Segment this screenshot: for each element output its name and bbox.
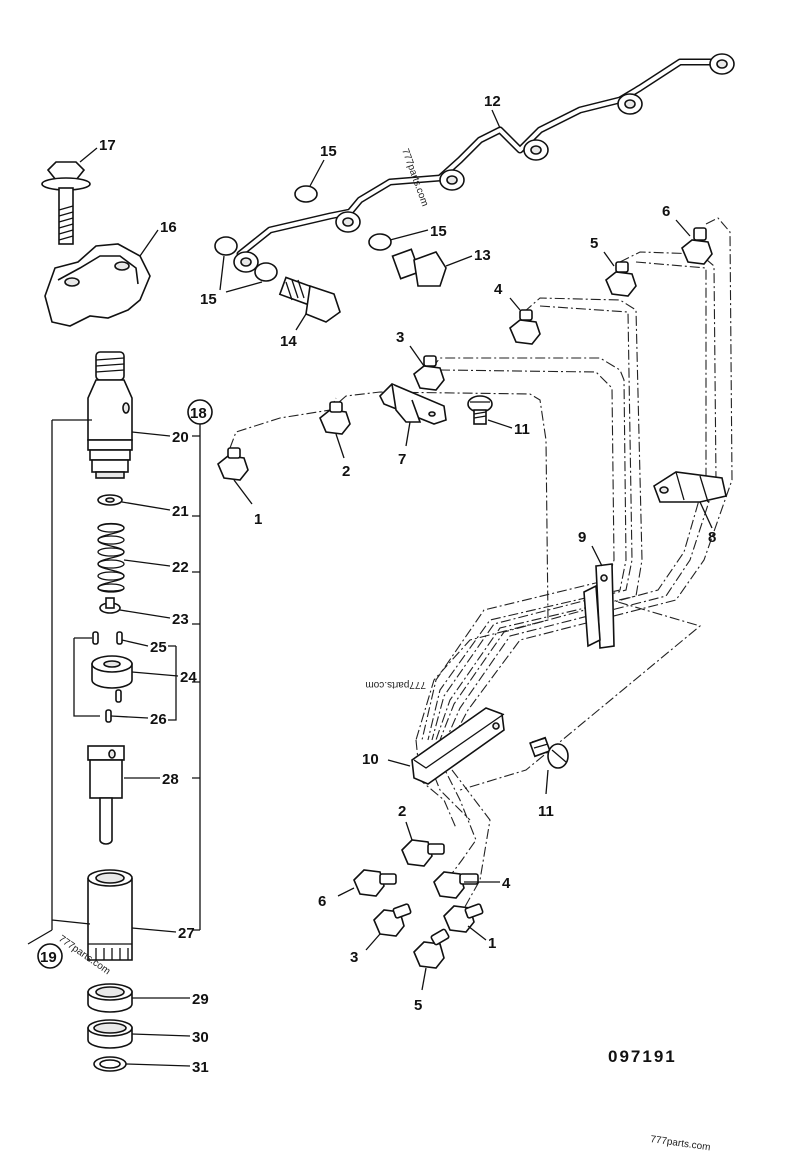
callout-4b: 4 xyxy=(502,875,511,892)
part-8-clip xyxy=(653,471,727,503)
callout-29: 29 xyxy=(192,991,209,1008)
part-6-leak-off-nut xyxy=(681,227,713,265)
part-4-leak-off-nut xyxy=(509,309,541,345)
part-5-leak-off-nut xyxy=(413,928,450,969)
part-13-banjo-bolt xyxy=(391,248,447,287)
callout-3a: 3 xyxy=(396,329,404,346)
part-29-washer xyxy=(87,983,133,1013)
callout-5b: 5 xyxy=(414,997,422,1014)
part-1-leak-off-nut xyxy=(217,447,249,481)
part-12-fuel-pipe-assembly xyxy=(233,53,735,273)
callout-9: 9 xyxy=(578,529,586,546)
part-22-spring xyxy=(97,522,125,593)
callout-6a: 6 xyxy=(662,203,670,220)
leak-off-pipe-routes xyxy=(229,217,733,913)
callout-2a: 2 xyxy=(342,463,350,480)
part-15-washer xyxy=(294,185,318,203)
part-17-bolt xyxy=(41,161,91,245)
part-2-leak-off-nut xyxy=(319,401,351,435)
callout-30: 30 xyxy=(192,1029,209,1046)
part-6-leak-off-nut xyxy=(353,869,397,897)
callout-25: 25 xyxy=(150,639,167,656)
part-25-pin xyxy=(116,631,123,645)
callout-19-circle xyxy=(37,943,63,969)
callout-27: 27 xyxy=(178,925,195,942)
part-11-screw xyxy=(467,395,493,425)
part-4-leak-off-nut xyxy=(433,871,479,899)
part-15-washer xyxy=(214,236,238,256)
part-20-nozzle-holder xyxy=(87,351,133,479)
callout-7: 7 xyxy=(398,451,406,468)
callout-22: 22 xyxy=(172,559,189,576)
part-23-spindle xyxy=(99,597,121,614)
callout-6b: 6 xyxy=(318,893,326,910)
callout-31: 31 xyxy=(192,1059,209,1076)
part-1-leak-off-nut xyxy=(443,903,484,933)
watermark: 777parts.com xyxy=(365,679,426,690)
part-10-clip xyxy=(411,707,505,785)
callout-18-circle xyxy=(187,399,213,425)
part-30-seal-ring xyxy=(87,1019,133,1049)
callout-18: 18 xyxy=(190,405,207,422)
part-14-connector xyxy=(278,276,341,323)
part-27-nozzle-nut xyxy=(87,869,133,961)
part-7-clip xyxy=(379,383,447,425)
callout-17: 17 xyxy=(99,137,116,154)
part-26-pin xyxy=(115,689,122,703)
callout-5a: 5 xyxy=(590,235,598,252)
part-28-nozzle xyxy=(87,745,125,845)
part-3-leak-off-nut xyxy=(413,355,445,391)
callout-1a: 1 xyxy=(254,511,262,528)
callout-16: 16 xyxy=(160,219,177,236)
callout-21: 21 xyxy=(172,503,189,520)
part-5-leak-off-nut xyxy=(605,261,637,297)
part-31-o-ring xyxy=(93,1056,127,1072)
part-11-screw xyxy=(529,736,569,769)
callout-12: 12 xyxy=(484,93,501,110)
part-15-washer xyxy=(254,262,278,282)
part-15-washer xyxy=(368,233,392,251)
callout-10: 10 xyxy=(362,751,379,768)
callout-1b: 1 xyxy=(488,935,496,952)
part-25-pin xyxy=(92,631,99,645)
callout-13: 13 xyxy=(474,247,491,264)
callout-15c: 15 xyxy=(430,223,447,240)
callout-20: 20 xyxy=(172,429,189,446)
callout-11a: 11 xyxy=(514,421,530,438)
callout-8: 8 xyxy=(708,529,716,546)
drawing-code: 097191 xyxy=(608,1047,677,1066)
part-3-leak-off-nut xyxy=(373,903,412,937)
callout-26: 26 xyxy=(150,711,167,728)
callout-19: 19 xyxy=(40,949,57,966)
callout-2b: 2 xyxy=(398,803,406,820)
callout-3b: 3 xyxy=(350,949,358,966)
part-9-clip-bracket xyxy=(583,563,615,649)
callout-23: 23 xyxy=(172,611,189,628)
callout-15a: 15 xyxy=(320,143,337,160)
callout-15b: 15 xyxy=(200,291,217,308)
callout-14: 14 xyxy=(280,333,297,350)
watermark: 777parts.com xyxy=(650,1134,712,1153)
part-16-clamp xyxy=(44,243,151,327)
callout-11b: 11 xyxy=(538,803,554,820)
part-24-intermediate-piece xyxy=(91,655,133,689)
part-26-pin xyxy=(105,709,112,723)
callout-24: 24 xyxy=(180,669,197,686)
callout-28: 28 xyxy=(162,771,179,788)
callout-4a: 4 xyxy=(494,281,503,298)
part-2-leak-off-nut xyxy=(401,839,445,867)
